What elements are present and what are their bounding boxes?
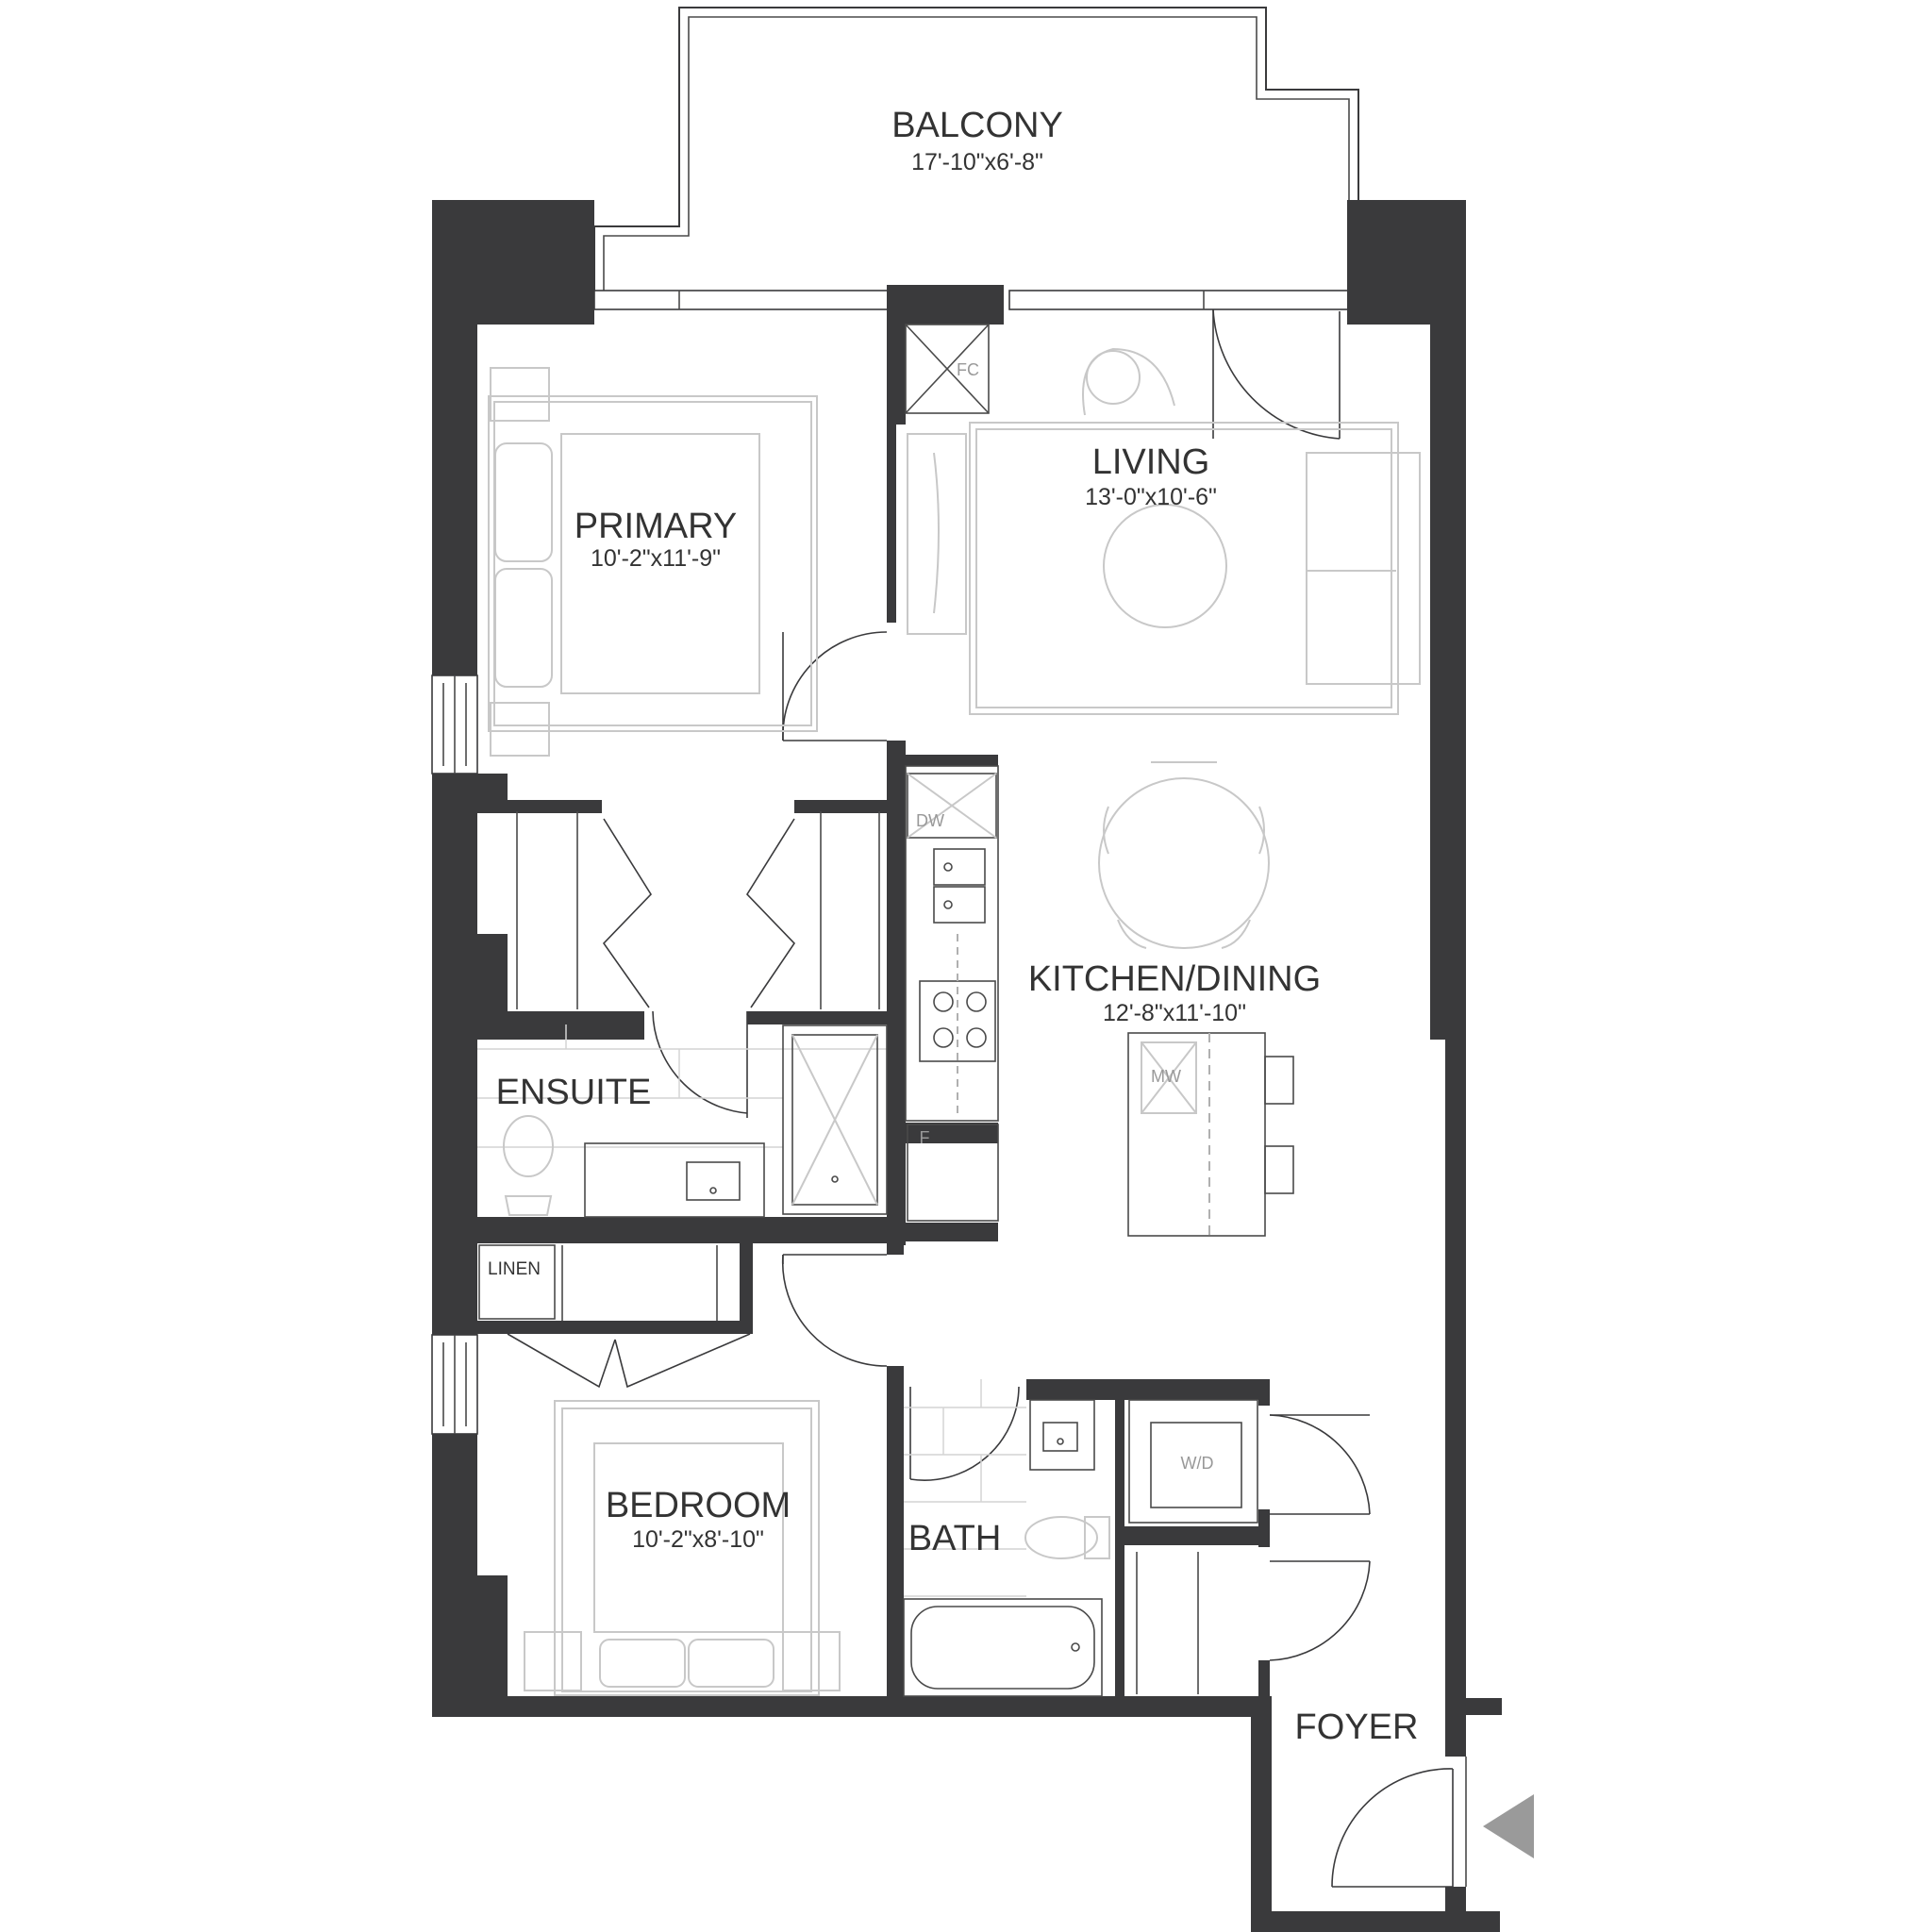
living-dims: 13'-0"x10'-6" — [1085, 484, 1217, 510]
windows — [431, 675, 478, 1435]
bedroom-bed — [524, 1400, 841, 1696]
kitchen-dining-label: KITCHEN/DINING — [1028, 959, 1321, 999]
balcony-dims: 17'-10"x6'-8" — [911, 149, 1043, 175]
foyer-label: FOYER — [1295, 1707, 1419, 1747]
washer-dryer-label: W/D — [1181, 1454, 1214, 1473]
laundry — [1128, 1399, 1258, 1524]
living-furniture — [907, 347, 1421, 715]
microwave-label: MW — [1151, 1067, 1181, 1086]
living-label: LIVING — [1092, 442, 1210, 482]
fireplace — [905, 324, 990, 414]
primary-label: PRIMARY — [575, 507, 737, 546]
dining-set — [1098, 761, 1270, 949]
dishwasher-label: DW — [916, 811, 944, 830]
kitchen-dining-dims: 12'-8"x11'-10" — [1103, 1000, 1246, 1026]
fridge-label: F — [920, 1128, 930, 1147]
linen-label: LINEN — [488, 1259, 541, 1279]
linen-closet — [478, 1244, 556, 1320]
ensuite-label: ENSUITE — [496, 1073, 652, 1112]
entry-arrow-icon — [1483, 1794, 1534, 1858]
doors — [507, 308, 1467, 1888]
bedroom-label: BEDROOM — [606, 1486, 791, 1525]
primary-dims: 10'-2"x11'-9" — [591, 545, 721, 572]
closet-shelving — [516, 811, 1199, 1694]
bath-fixtures — [903, 1379, 1110, 1697]
kitchen — [905, 765, 1294, 1237]
balcony-label: BALCONY — [891, 106, 1063, 145]
primary-bed — [488, 367, 818, 757]
walls — [432, 200, 1502, 1932]
fireplace-label: FC — [957, 360, 979, 379]
balcony — [593, 7, 1359, 310]
ensuite-fixtures — [477, 1024, 888, 1218]
bath-label: BATH — [908, 1519, 1002, 1558]
bedroom-dims: 10'-2"x8'-10" — [632, 1526, 764, 1553]
